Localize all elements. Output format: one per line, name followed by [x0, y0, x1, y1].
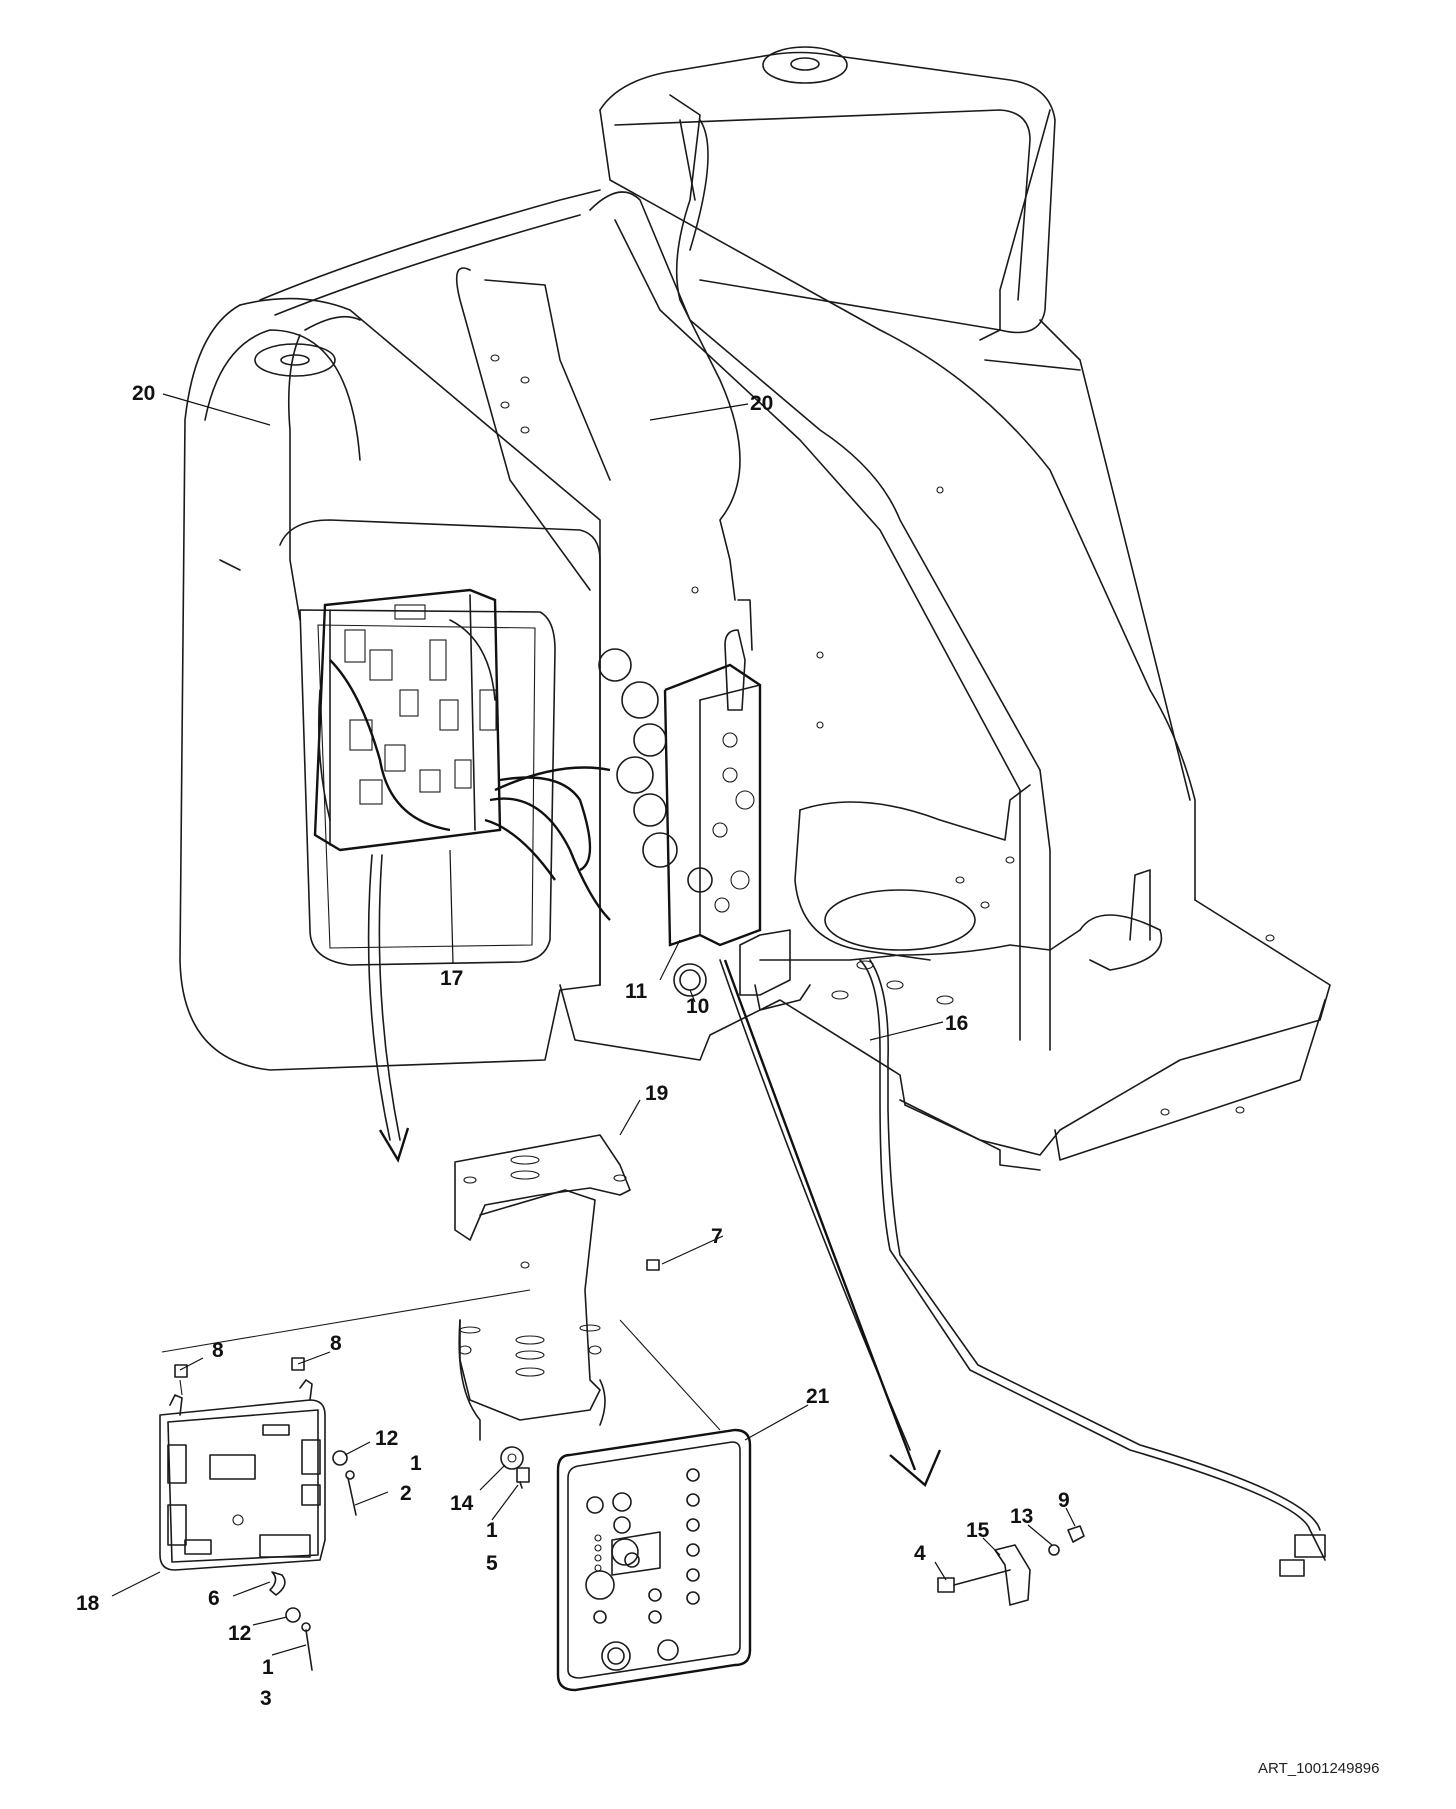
callout-20-right: 20 — [750, 392, 773, 415]
callout-8-left: 8 — [212, 1339, 224, 1362]
callout-5: 5 — [486, 1552, 498, 1575]
callout-6: 6 — [208, 1587, 220, 1610]
callout-19: 19 — [645, 1082, 668, 1105]
callout-11: 11 — [625, 980, 648, 1003]
callout-21: 21 — [806, 1385, 830, 1408]
control-panel — [556, 1319, 752, 1692]
callout-10: 10 — [686, 995, 709, 1018]
callout-labels: 20 20 17 11 10 16 19 7 8 8 21 12 1 2 14 … — [76, 382, 1070, 1710]
callout-15: 15 — [966, 1519, 990, 1542]
callout-1-c: 1 — [262, 1656, 274, 1679]
art-id-label: ART_1001249896 — [1258, 1760, 1380, 1777]
callout-16: 16 — [945, 1012, 968, 1035]
callout-14: 14 — [450, 1492, 474, 1515]
callout-3: 3 — [260, 1687, 272, 1710]
controller-module — [159, 1289, 531, 1571]
callout-1-b: 1 — [486, 1519, 498, 1542]
callout-12-bottom: 12 — [228, 1622, 251, 1645]
callout-17: 17 — [440, 967, 463, 990]
mounting-bracket — [454, 1134, 631, 1441]
explode-arrows — [367, 854, 942, 1487]
callout-7: 7 — [711, 1225, 723, 1248]
callout-13: 13 — [1010, 1505, 1033, 1528]
callout-8-right: 8 — [330, 1332, 342, 1355]
callout-4: 4 — [914, 1542, 926, 1565]
harness-routing — [287, 94, 1326, 1577]
valve-manifold — [598, 599, 811, 1011]
callout-9: 9 — [1058, 1489, 1070, 1512]
callout-2: 2 — [400, 1482, 412, 1505]
callout-18: 18 — [76, 1592, 100, 1615]
control-box-harness — [313, 588, 611, 921]
hardware — [269, 1259, 1085, 1671]
callout-20-left: 20 — [132, 382, 155, 405]
leader-lines — [111, 393, 1076, 1656]
callout-1-a: 1 — [410, 1452, 422, 1475]
machine-body — [179, 46, 1331, 1171]
callout-12-top: 12 — [375, 1427, 398, 1450]
